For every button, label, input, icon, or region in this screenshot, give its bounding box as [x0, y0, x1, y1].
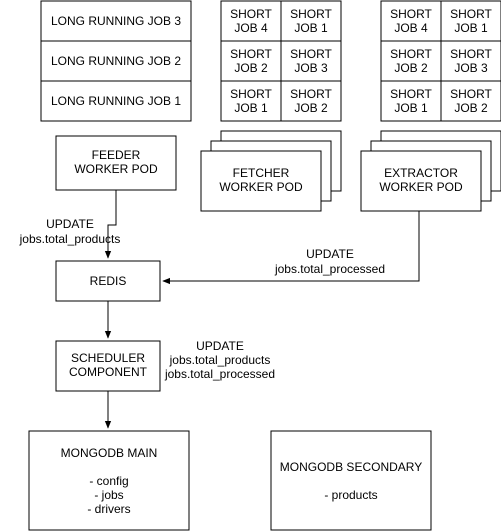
redis-label: REDIS [90, 274, 127, 288]
mongodb-secondary-item-products: - products [324, 488, 377, 502]
mongodb-main-item-jobs: - jobs [94, 488, 123, 502]
edge-extractor-to-redis [162, 211, 420, 285]
mongodb-main-item-drivers: - drivers [87, 502, 130, 516]
mongodb-main-title: MONGODB MAIN [61, 446, 158, 460]
mongodb-main-item-config: - config [89, 474, 128, 488]
long-running-job-3-label: LONG RUNNING JOB 3 [51, 14, 181, 28]
mongodb-main: MONGODB MAIN - config - jobs - drivers [28, 430, 190, 531]
mongodb-secondary: MONGODB SECONDARY - products [270, 430, 432, 531]
long-running-job-2-label: LONG RUNNING JOB 2 [51, 54, 181, 68]
redis-node: REDIS [55, 260, 161, 302]
long-running-job-1-label: LONG RUNNING JOB 1 [51, 94, 181, 108]
mongodb-secondary-title: MONGODB SECONDARY [280, 460, 422, 474]
edge-feeder-to-redis [104, 190, 117, 259]
long-running-job-stack: LONG RUNNING JOB 3 LONG RUNNING JOB 2 LO… [40, 0, 192, 122]
